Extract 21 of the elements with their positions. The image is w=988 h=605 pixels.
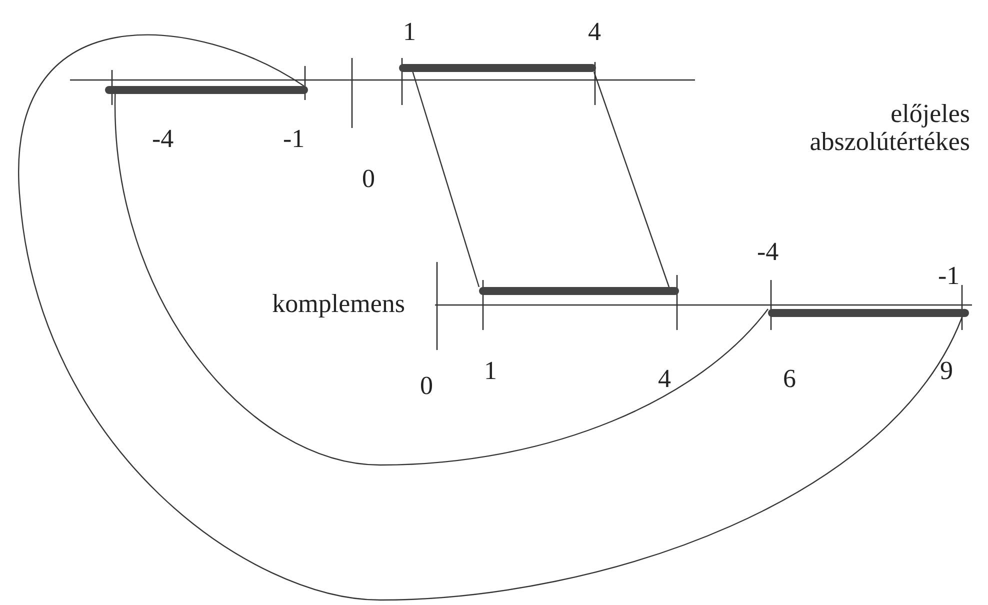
number-line-segment bbox=[479, 287, 679, 295]
connector-line bbox=[593, 72, 670, 288]
tick-label: -1 bbox=[938, 262, 960, 290]
scale-title: előjeles abszolútértékes bbox=[808, 100, 970, 156]
scale-title: komplemens bbox=[271, 290, 405, 318]
tick-label: 4 bbox=[588, 18, 601, 46]
connector-line bbox=[412, 72, 480, 288]
number-line-segment bbox=[399, 64, 596, 72]
tick-label: 9 bbox=[940, 357, 953, 385]
tick-label: 6 bbox=[783, 365, 796, 393]
curved-connector bbox=[114, 94, 768, 466]
number-line-segment bbox=[768, 309, 969, 317]
tick-label: 0 bbox=[420, 372, 433, 400]
tick-label: -4 bbox=[757, 238, 779, 266]
number-line-segment bbox=[105, 86, 308, 94]
tick-label: -1 bbox=[283, 125, 305, 153]
tick-label: 4 bbox=[658, 365, 671, 393]
tick-label: -4 bbox=[152, 125, 174, 153]
tick-label: 1 bbox=[484, 357, 497, 385]
tick-label: 1 bbox=[403, 18, 416, 46]
tick-label: 0 bbox=[362, 165, 375, 193]
